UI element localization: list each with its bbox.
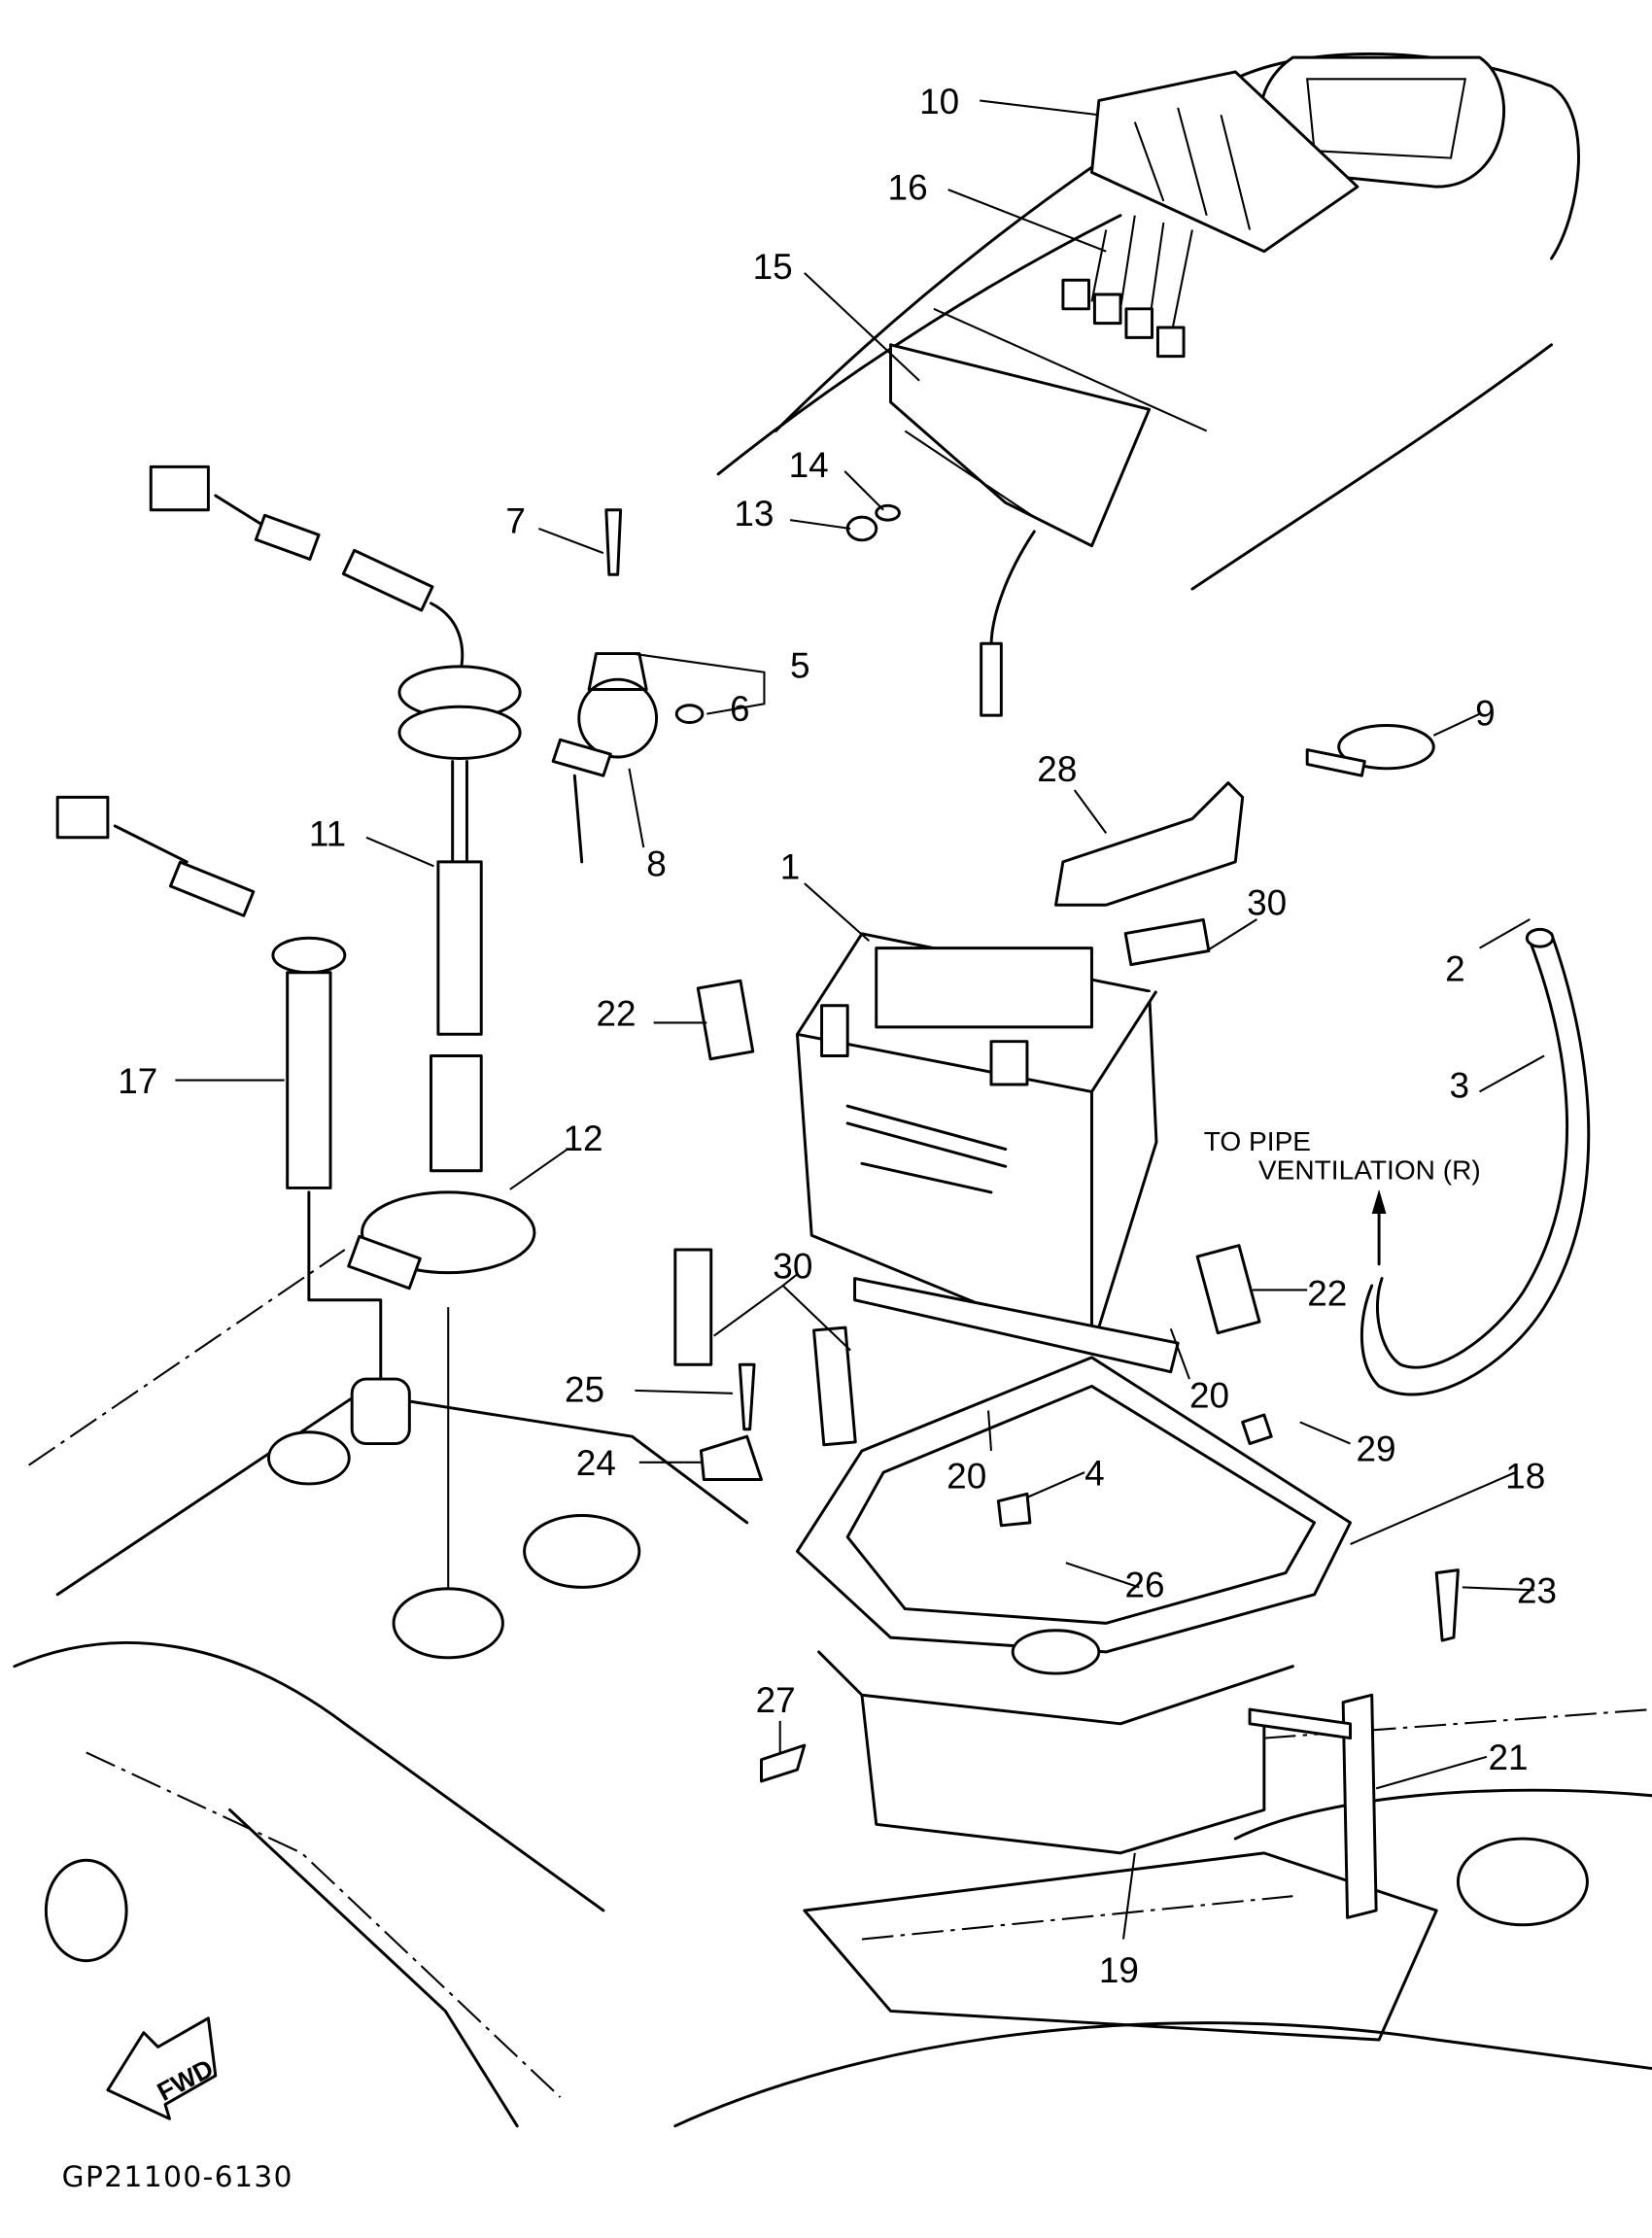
small-parts — [551, 503, 1435, 907]
meter-assembly — [889, 70, 1359, 717]
callout-12: 12 — [563, 1119, 602, 1158]
callout-22: 22 — [596, 993, 636, 1033]
callout-25: 25 — [565, 1370, 604, 1410]
callout-20: 20 — [1189, 1376, 1229, 1416]
callout-27: 27 — [756, 1680, 796, 1720]
callout-15: 15 — [753, 247, 793, 287]
callout-1: 1 — [780, 847, 801, 887]
callout-16: 16 — [888, 167, 928, 207]
battery-tray — [699, 1356, 1460, 1919]
callout-8: 8 — [646, 844, 667, 884]
callout-26: 26 — [1124, 1566, 1164, 1605]
callout-30: 30 — [1247, 883, 1287, 923]
hose-clamp — [347, 1190, 641, 1660]
note-ventilation: VENTILATION (R) — [1258, 1155, 1481, 1186]
callout-labels: 10 16 15 14 13 7 5 6 8 9 28 1 30 2 22 3 … — [118, 82, 1557, 1990]
callout-7: 7 — [505, 500, 526, 540]
battery — [673, 918, 1261, 1447]
callout-30b: 30 — [773, 1247, 812, 1287]
callout-3: 3 — [1450, 1065, 1470, 1105]
callout-13: 13 — [734, 494, 774, 534]
callout-4: 4 — [1084, 1453, 1105, 1493]
callout-5: 5 — [790, 646, 810, 686]
vent-hose — [1359, 927, 1591, 1396]
callout-9: 9 — [1475, 693, 1496, 733]
callout-24: 24 — [576, 1443, 616, 1483]
callout-18: 18 — [1505, 1456, 1545, 1496]
callout-11: 11 — [309, 814, 346, 854]
leader-lines — [175, 99, 1545, 1940]
callout-2: 2 — [1445, 949, 1465, 989]
callout-10: 10 — [919, 82, 959, 121]
callout-29: 29 — [1356, 1429, 1395, 1468]
note-to-pipe: TO PIPE — [1204, 1126, 1311, 1156]
callout-28: 28 — [1037, 749, 1077, 789]
callout-22b: 22 — [1307, 1274, 1347, 1314]
callout-14: 14 — [789, 445, 829, 485]
callout-20b: 20 — [946, 1456, 986, 1496]
callout-17: 17 — [118, 1061, 157, 1101]
fwd-arrow-icon: FWD — [106, 2016, 218, 2120]
sensor-harness — [55, 465, 522, 1486]
drawing-code: GP21100-6130 — [62, 2160, 293, 2193]
callout-6: 6 — [730, 689, 750, 729]
callout-21: 21 — [1488, 1738, 1528, 1777]
callout-19: 19 — [1099, 1950, 1139, 1990]
callout-23: 23 — [1517, 1571, 1557, 1611]
